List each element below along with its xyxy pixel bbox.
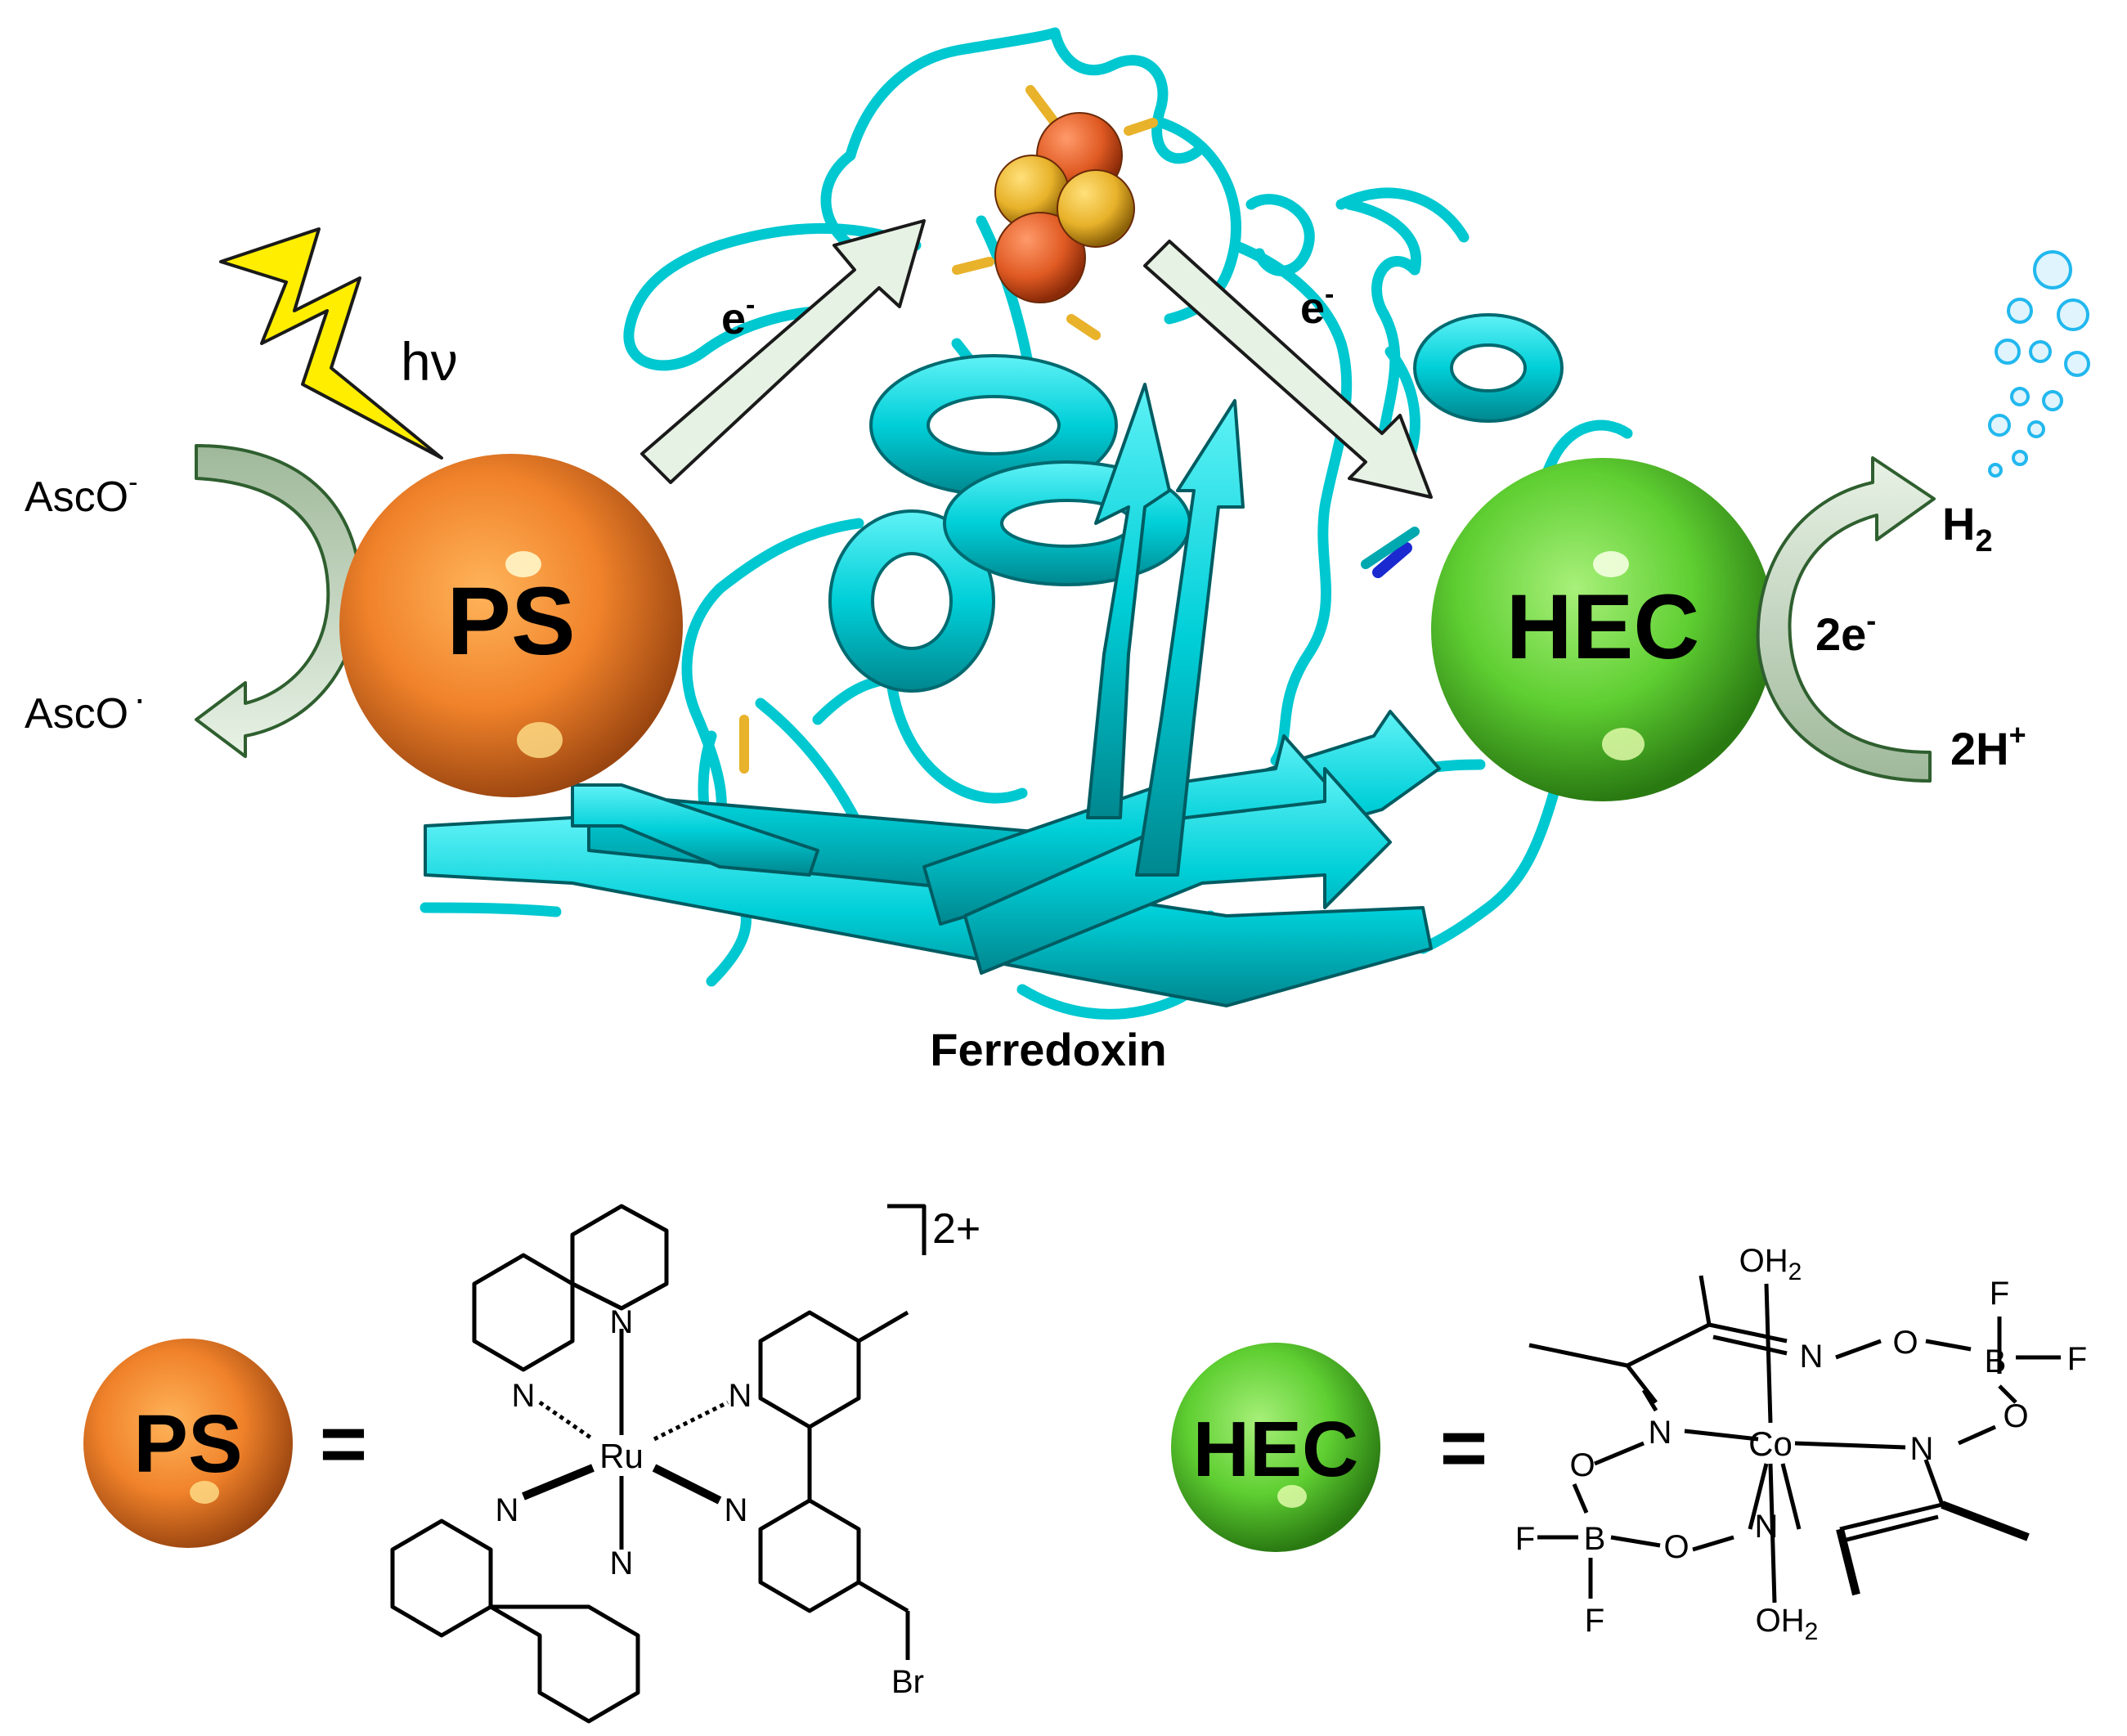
svg-text:N: N xyxy=(610,1545,634,1581)
svg-text:F: F xyxy=(1585,1603,1604,1639)
two-proton-label: 2H+ xyxy=(1950,718,2026,774)
svg-text:Ru: Ru xyxy=(599,1437,644,1475)
svg-text:Co: Co xyxy=(1748,1424,1793,1463)
svg-text:N: N xyxy=(512,1378,536,1414)
svg-text:B: B xyxy=(1985,1343,2007,1379)
protein-label: Ferredoxin xyxy=(930,1024,1166,1075)
ps-label: PS xyxy=(446,567,575,675)
svg-text:N: N xyxy=(610,1304,634,1340)
light-label: hν xyxy=(401,331,458,392)
ruthenium-complex-structure xyxy=(390,1204,927,1724)
electron-label-left: e- xyxy=(721,289,755,343)
hydrogen-evolution-catalyst-sphere: HEC xyxy=(1431,458,1775,801)
ascorbate-radical-label: AscO· xyxy=(25,677,146,738)
svg-text:O: O xyxy=(1569,1447,1595,1483)
ascorbate-curved-arrow xyxy=(195,444,362,758)
proton-reduction-curved-arrow xyxy=(1756,456,1936,783)
hec-legend-label: HEC xyxy=(1193,1406,1359,1493)
svg-text:O: O xyxy=(2003,1398,2028,1434)
svg-text:B: B xyxy=(1584,1521,1606,1557)
svg-text:N: N xyxy=(1800,1339,1824,1375)
iron-sulfur-cluster xyxy=(994,112,1135,303)
ps-equals: = xyxy=(320,1398,367,1490)
svg-text:N: N xyxy=(725,1492,748,1528)
svg-text:F: F xyxy=(1990,1276,2009,1312)
svg-text:O: O xyxy=(1892,1325,1918,1361)
ruthenium-complex-atoms: Ru N N N N N N Br 2+ xyxy=(496,1205,981,1700)
svg-text:N: N xyxy=(1755,1509,1779,1545)
svg-text:Br: Br xyxy=(891,1664,924,1700)
cobaloxime-structure xyxy=(1528,1275,2061,1604)
svg-text:N: N xyxy=(496,1492,519,1528)
svg-text:F: F xyxy=(1515,1521,1535,1557)
ru-charge: 2+ xyxy=(932,1205,980,1253)
ferredoxin-protein-illustration xyxy=(420,27,1633,1020)
cobaloxime-atoms: Co OH2 OH2 N N N N O O O O B B F F F F xyxy=(1515,1243,2087,1645)
photosensitizer-sphere: PS xyxy=(339,454,683,797)
h2-label: H2 xyxy=(1942,498,1993,558)
svg-text:N: N xyxy=(1910,1431,1934,1467)
hec-label: HEC xyxy=(1506,576,1699,678)
ps-legend: PS = xyxy=(83,1339,367,1548)
lightning-bolt-icon xyxy=(219,227,443,460)
electron-arrow-ps-to-fd xyxy=(640,219,926,484)
svg-text:OH2: OH2 xyxy=(1739,1243,1802,1285)
electron-label-right: e- xyxy=(1300,279,1334,333)
svg-text:O: O xyxy=(1663,1529,1689,1565)
hec-legend: HEC = xyxy=(1171,1343,1488,1552)
ascorbate-anion-label: AscO- xyxy=(25,467,137,521)
hydrogen-bubbles xyxy=(1988,250,2090,478)
electron-arrow-fd-to-hec xyxy=(1143,240,1433,499)
svg-text:OH2: OH2 xyxy=(1756,1603,1819,1645)
svg-text:F: F xyxy=(2067,1341,2087,1377)
two-electron-label: 2e- xyxy=(1815,603,1876,660)
svg-text:N: N xyxy=(729,1378,752,1414)
svg-text:N: N xyxy=(1649,1415,1672,1451)
hec-equals: = xyxy=(1440,1402,1488,1494)
ps-legend-label: PS xyxy=(133,1398,242,1490)
